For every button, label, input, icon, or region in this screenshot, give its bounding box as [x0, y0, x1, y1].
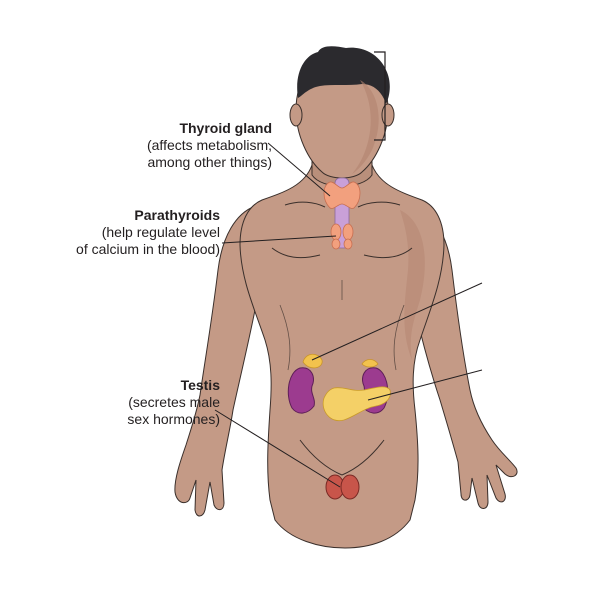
thyroid-description-line2: among other things)	[147, 154, 272, 170]
testis-title: Testis	[180, 377, 220, 393]
chest-lines	[271, 247, 413, 259]
torso-shadow	[400, 210, 425, 360]
parathyroid-title: Parathyroids	[134, 207, 220, 223]
groin-lines	[299, 439, 385, 476]
parathyroid-label: Parathyroids (help regulate level of cal…	[60, 207, 220, 258]
left-arm	[174, 204, 259, 517]
testis-leader-line	[214, 409, 341, 488]
collarbone	[284, 201, 401, 208]
parathyroid-description-line1: (help regulate level	[101, 224, 220, 240]
head-bracket	[374, 51, 386, 141]
thyroid-gland	[323, 181, 361, 209]
torso	[239, 164, 445, 549]
testis-description-line2: sex hormones)	[127, 411, 220, 427]
abdomen-lines	[279, 280, 405, 371]
right-adrenal-gland	[361, 359, 379, 368]
face-shadow	[352, 80, 379, 174]
human-body	[174, 46, 518, 549]
pancreas	[322, 386, 391, 422]
adrenal-leader-line	[311, 282, 483, 361]
leader-lines	[214, 142, 483, 488]
left-kidney	[287, 367, 315, 414]
right-ear	[381, 103, 395, 127]
testis-label: Testis (secretes male sex hormones)	[60, 377, 220, 428]
thyroid-description-line1: (affects metabolism,	[146, 137, 272, 153]
hair	[297, 46, 390, 104]
parathyroid-description-line2: of calcium in the blood)	[76, 241, 220, 257]
thyroid-leader-line	[267, 142, 331, 197]
thyroid-title: Thyroid gland	[179, 120, 272, 136]
parathyroid-leader-line	[221, 235, 337, 244]
endocrine-organs	[287, 177, 391, 500]
pancreas-leader-line	[367, 369, 483, 401]
thyroid-label: Thyroid gland (affects metabolism, among…	[112, 120, 272, 171]
left-ear	[289, 103, 303, 127]
right-testis	[340, 474, 360, 500]
testis-description-line1: (secretes male	[128, 394, 220, 410]
